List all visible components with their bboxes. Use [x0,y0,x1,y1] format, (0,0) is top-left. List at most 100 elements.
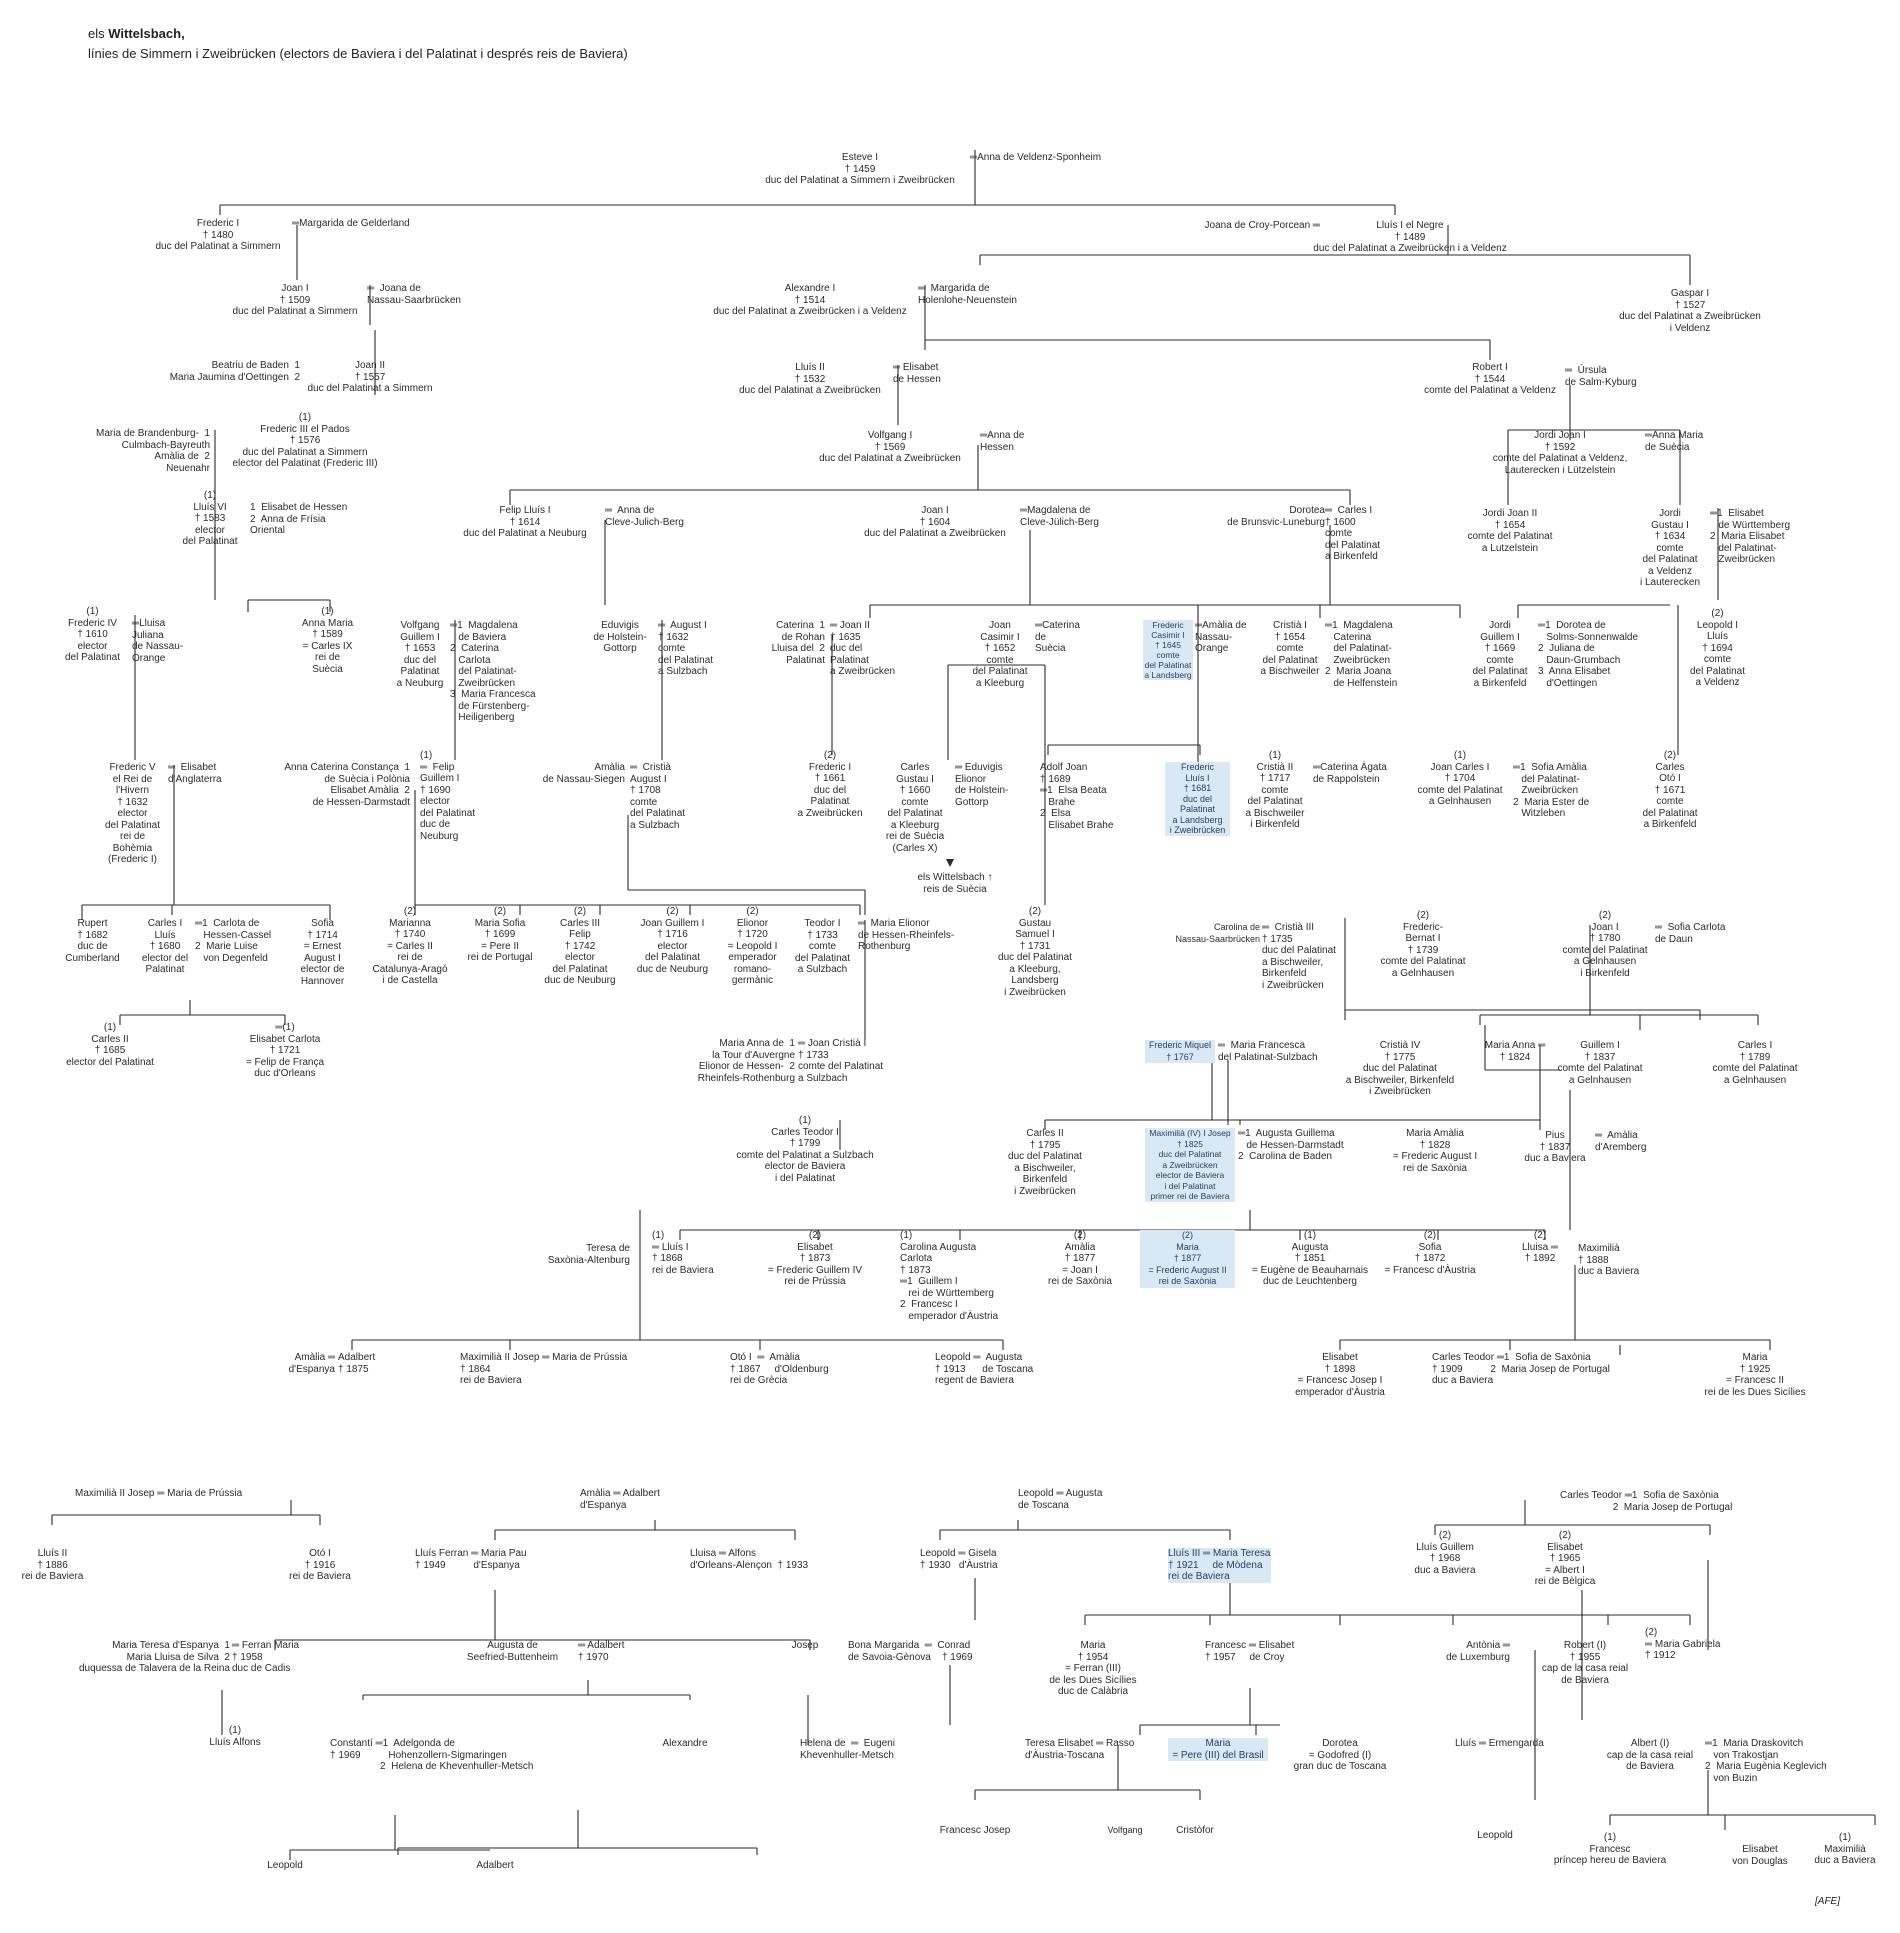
person-robert-i: Robert I † 1544 comte del Palatinat a Ve… [1424,362,1556,396]
person-esteve-i: Esteve I † 1459 duc del Palatinat a Simm… [765,152,955,186]
person-oto-i-1916: Otó I † 1916 rei de Baviera [289,1548,351,1582]
person-cristia-iii: ═ Cristià III † 1735 duc del Palatinat a… [1262,922,1336,991]
tree-link [296,225,371,325]
person-elionor: (2) Elionor † 1720 = Leopold I emperador… [727,906,778,986]
person-joan-cristia-i: ═ Joan Cristià I † 1733 comte del Palati… [798,1038,884,1084]
spouse-maria-teresa-espanya: Maria Teresa d'Espanya 1 Maria Lluisa de… [78,1640,230,1674]
lluis-vi-spouses: 1 Elisabet de Hessen 2 Anna de Frísia Or… [250,502,348,536]
tree-link [494,1520,796,1540]
person-volfgang-i: Volfgang I † 1569 duc del Palatinat a Zw… [819,430,961,464]
tree-link [1484,1025,1560,1071]
person-maximilia-ii-josep: Maximilià II Josep ═ Maria de Prússia † … [460,1352,628,1386]
person-robert-i-1955: Robert (I) † 1955 cap de la casa reial d… [1541,1640,1629,1686]
person-dorotea-toscana: Dorotea = Godofred (I) gran duc de Tosca… [1293,1738,1387,1772]
person-francesc-princep: (1) Francesc príncep hereu de Baviera [1553,1832,1667,1866]
person-elisabet-1965: (2) Elisabet † 1965 = Albert I rei de Bè… [1534,1530,1596,1587]
person-sofia-1714: Sofia † 1714 = Ernest August I elector d… [300,918,345,987]
spouse-joana-nassau: ═ Joana de Nassau-Saarbrücken [367,283,461,306]
spouse-amalia-espanya: Amàlia ═ d'Espanya [288,1352,335,1375]
spouse-amalia-aremberg: ═ Amàlia d'Aremberg [1595,1130,1647,1153]
person-volfgang: Volfgang [1107,1825,1143,1835]
spouse-caterina-agata: ═Caterina Àgata de Rappolstein [1313,762,1387,785]
person-lluis-iii: Lluís III ═ Maria Teresa † 1921 de Mòden… [1168,1548,1271,1583]
spouse-sofia-carlota-daun: ═ Sofia Carlota de Daun [1655,922,1726,945]
person-adalbert-1875: Adalbert † 1875 [338,1352,376,1375]
tree-link [289,1815,490,1860]
spouse-eduvigis-elionor: ═ Eduvigis Elionor de Holstein- Gottorp [955,762,1009,808]
spouse-antonia-luxemburg: Antònia ═ de Luxemburg [1446,1640,1510,1663]
person-guillem-i-gelnhausen: Guillem I † 1837 comte del Palatinat a G… [1557,1040,1643,1086]
person-jordi-joan-ii: Jordi Joan II † 1654 comte del Palatinat… [1467,508,1553,554]
person-leopold-1913: Leopold ═ Augusta † 1913 de Toscana rege… [935,1352,1034,1386]
person-bona-margarida: Bona Margarida ═ Conrad de Savoia-Gènova… [848,1640,973,1663]
arrow-down-icon [946,859,954,867]
tree-link [509,1340,761,1350]
tree-link [1344,918,1701,1020]
spouse-magdalena-cleve: ═Magdalena de Cleve-Jülich-Berg [1020,505,1099,528]
person-frederic-i: Frederic I † 1480 duc del Palatinat a Si… [155,218,281,252]
person-anna-maria-1589: (1) Anna Maria † 1589 = Carles IX rei de… [301,606,354,675]
spouse-anna-cleve: ═ Anna de Cleve-Julich-Berg [605,505,684,528]
person-frederic-v: Frederic V el Rei de l'Hivern † 1632 ele… [104,762,161,865]
person-gaspar-i: Gaspar I † 1527 duc del Palatinat a Zwei… [1619,288,1761,334]
person-lluis-guillem: (2) Lluís Guillem † 1968 duc a Baviera [1414,1530,1476,1576]
person-carles-i-1789: Carles I † 1789 comte del Palatinat a Ge… [1712,1040,1798,1086]
person-carolina-augusta: (1) Carolina Augusta Carlota † 1873 ═1 G… [900,1230,999,1322]
person-cristofor: Cristòfor [1176,1825,1214,1836]
person-frederic-iii: (1) Frederic III el Pados † 1576 duc del… [232,412,378,469]
person-maria-1925: Maria † 1925 = Francesc II rei de les Du… [1704,1352,1806,1398]
person-augusta-1851: (1) Augusta † 1851 = Eugène de Beauharna… [1252,1230,1368,1287]
person-adalbert-b2: Adalbert [476,1860,514,1871]
person-carles-iii-felip: (2) Carles III Felip † 1742 elector del … [544,906,616,986]
note-wittelsbach-suecia: els Wittelsbach ↑ reis de Suècia [917,872,993,895]
person-frederic-i-zweibrucken: (2) Frederic I † 1661 duc del Palatinat … [797,750,863,819]
person-maria-gabriela: (2) ═ Maria Gabriela † 1912 [1645,1627,1721,1661]
spouse-maria-brandenburg: Maria de Brandenburg- 1 Culmbach-Bayreut… [96,428,210,474]
spouse-anna-hessen: ═Anna de Hessen [980,430,1025,453]
tree-link [414,790,861,915]
joan-carles-i-spouses: ═1 Sofia Amàlia del Palatinat- Zweibrück… [1513,762,1590,819]
person-joan-ii-zweibrucken: ═ Joan II † 1635 duc del Palatinat a Zwe… [830,620,896,677]
tree-link [1047,744,1201,755]
person-maria-1877: (2) Maria † 1877 = Frederic August II re… [1140,1230,1235,1288]
spouse-carolina-nassau: Carolina de Nassau-Saarbrücken [1175,922,1260,944]
chart-subtitle: línies de Simmern i Zweibrücken (elector… [88,46,628,61]
person-maximilia-duc: (1) Maximilià duc a Baviera [1814,1832,1876,1866]
spouse-amalia-nassau-siegen: Amàlia de Nassau-Siegen [542,762,625,785]
person-frederic-miquel: Frederic Miquel † 1767 [1145,1040,1215,1063]
tree-link [1517,604,1670,618]
person-cristia-august-i: ═ Cristià August I † 1708 comte del Pala… [630,762,686,831]
person-leopold-b3: Leopold [1477,1830,1513,1841]
person-lluis-ii-1886: Lluís II † 1886 rei de Baviera [21,1548,84,1582]
person-maximilia-1888: Maximilià † 1888 duc a Baviera [1578,1243,1640,1277]
tree-link [397,1810,758,1855]
tree-link [362,1680,691,1700]
person-maria-1954: Maria † 1954 = Ferran (III) de les Dues … [1049,1640,1137,1697]
tree-link [509,445,1351,505]
person-jordi-gustau-i: Jordi Gustau I † 1634 comte del Palatina… [1639,508,1701,588]
person-felip-lluis-i: Felip Lluís I † 1614 duc del Palatinat a… [463,505,587,539]
tree-link [1084,1578,1691,1625]
person-elisabet-1898: Elisabet † 1898 = Francesc Josep I emper… [1295,1352,1385,1398]
tree-link [627,815,866,915]
person-cristia-i: Cristià I † 1654 comte del Palatinat a B… [1260,620,1320,677]
tree-link [1507,429,1681,505]
person-joan-i-gelnhausen: (2) Joan I † 1780 comte del Palatinat a … [1562,910,1648,979]
tree-link [1209,1615,1609,1625]
person-frederic-lluis-i: Frederic Lluís I † 1681 duc del Palatina… [1165,762,1230,836]
spouse-amalia-nassau-orange: ═Amàlia de Nassau- Orange [1195,620,1247,654]
person-teresa-elisabet: Teresa Elisabet ═ Rasso d'Àustria-Toscan… [1025,1738,1135,1761]
person-lluisa-orleans: Lluisa ═ Alfons d'Orleans-Alençon † 1933 [690,1548,809,1571]
person-lluis-ermengarda: Lluís ═ Ermengarda [1455,1738,1544,1749]
person-elisabet-douglas: Elisabet von Douglas [1732,1844,1788,1867]
person-joan-i-zweibrucken: Joan I † 1604 duc del Palatinat a Zweibr… [864,505,1006,539]
tree-link [119,1000,286,1025]
person-leopold-b2: Leopold [267,1860,303,1871]
tree-link [1139,1688,1280,1735]
tree-link [247,599,331,612]
person-joan-carles-i: (1) Joan Carles I † 1704 comte del Palat… [1417,750,1503,807]
person-albert-i: Albert (I) cap de la casa reial de Bavie… [1606,1738,1694,1772]
tree-link [924,285,1491,360]
tree-link [1044,1045,1541,1130]
spouse-elisabet-hessen: ═ Elisabet de Hessen [893,362,941,385]
